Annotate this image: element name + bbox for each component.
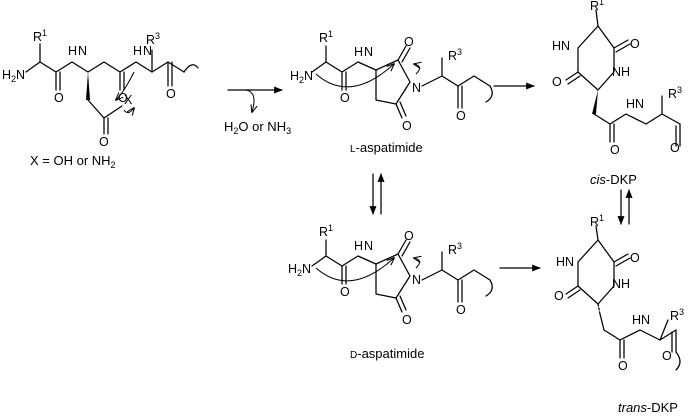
d-amine: H2N xyxy=(288,262,311,278)
x-caption: X = OH or NH2 xyxy=(30,153,116,170)
amine-label: H2N xyxy=(2,68,25,84)
cis-o1: O xyxy=(630,37,640,51)
d-r3: R3 xyxy=(448,241,462,257)
amide-nh: HN xyxy=(68,44,87,58)
trans-dkp-label: trans-DKP xyxy=(618,400,678,415)
trans-amide-nh: HN xyxy=(632,313,650,327)
carbonyl-o2: O xyxy=(118,91,128,105)
cis-o4: O xyxy=(670,141,680,155)
step1-arrow: H2O or NH3 xyxy=(224,86,291,136)
l-ring-o2: O xyxy=(402,119,412,133)
r3-label: R3 xyxy=(146,31,160,47)
epimerization-arrows-right xyxy=(617,189,633,225)
d-carbonyl-o3: O xyxy=(456,303,466,317)
l-ring-o1: O xyxy=(404,35,414,49)
x-group: X xyxy=(124,93,133,107)
cis-hn: HN xyxy=(552,39,570,53)
d-ring-o2: O xyxy=(402,313,412,327)
d-aspatimide-label: D-aspatimide xyxy=(350,346,424,361)
trans-nh: NH xyxy=(612,277,630,291)
l-amine: H2N xyxy=(290,69,313,85)
cis-r1: R1 xyxy=(590,0,604,13)
trans-o1: O xyxy=(630,251,640,265)
epimerization-arrows-left xyxy=(369,173,385,215)
d-imide-n: N xyxy=(412,273,421,287)
r1-label: R1 xyxy=(33,28,47,44)
cis-o3: O xyxy=(610,143,620,157)
cis-o2: O xyxy=(552,75,562,89)
trans-o3: O xyxy=(618,359,628,373)
d-r1: R1 xyxy=(319,223,333,239)
d-ring-o1: O xyxy=(404,229,414,243)
l-aspatimide: H2N R1 O HN O N O R3 O L-aspatimide xyxy=(290,29,493,155)
trans-hn: HN xyxy=(556,255,574,269)
d-carbonyl-o: O xyxy=(340,285,350,299)
trans-r1: R1 xyxy=(590,213,604,229)
l-r3: R3 xyxy=(448,47,462,63)
cis-dkp: R1 HN NH O O O HN R3 O cis-DKP xyxy=(552,0,682,187)
cis-r3: R3 xyxy=(668,85,682,101)
cis-amide-nh: HN xyxy=(626,97,644,111)
starting-peptide: H2N R1 O HN O X O HN R3 O X = OH or NH2 xyxy=(2,28,199,170)
d-nh: HN xyxy=(354,239,373,253)
sidechain-o: O xyxy=(99,135,109,149)
carbonyl-o3: O xyxy=(166,87,176,101)
l-aspatimide-label: L-aspatimide xyxy=(350,140,423,155)
cis-dkp-label: cis-DKP xyxy=(590,172,637,187)
byproduct-label: H2O or NH3 xyxy=(224,119,291,136)
l-carbonyl-o: O xyxy=(340,91,350,105)
l-r1: R1 xyxy=(319,29,333,45)
trans-o2: O xyxy=(554,289,564,303)
l-nh: HN xyxy=(354,45,373,59)
l-imide-n: N xyxy=(412,81,421,95)
trans-o4: O xyxy=(662,349,672,363)
amide-nh-2: HN xyxy=(133,44,152,58)
d-aspatimide: H2N R1 O HN O N O R3 O D-aspatimide xyxy=(288,223,493,361)
trans-r3: R3 xyxy=(670,307,684,323)
trans-dkp: R1 HN NH O O O HN R3 O trans-DKP xyxy=(554,213,684,415)
cis-nh: NH xyxy=(612,65,630,79)
carbonyl-o: O xyxy=(54,91,64,105)
l-carbonyl-o3: O xyxy=(456,109,466,123)
